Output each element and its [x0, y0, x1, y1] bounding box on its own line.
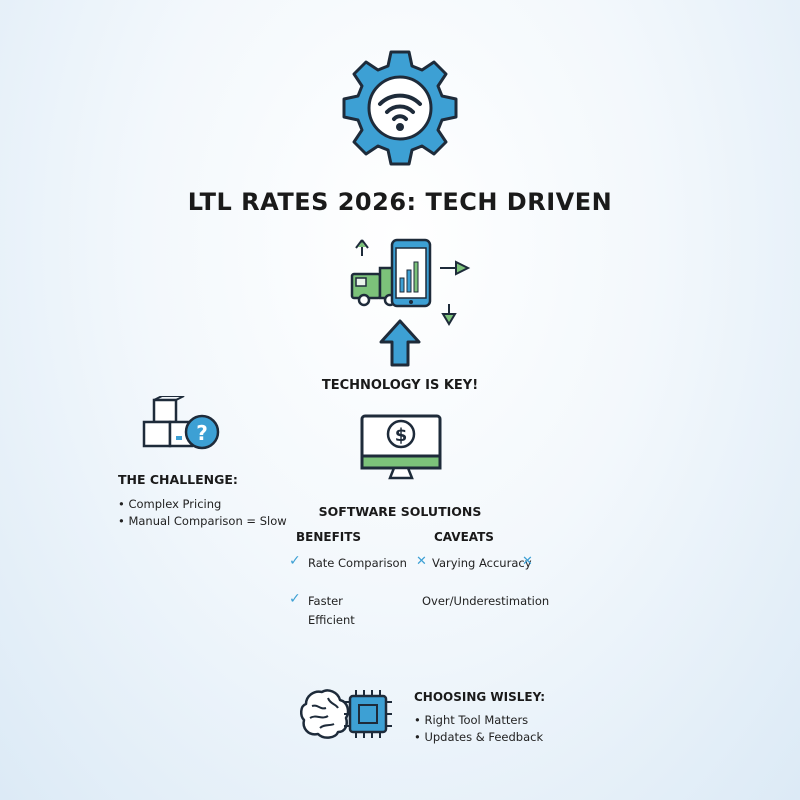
check-icon: ✓ [289, 591, 301, 607]
benefits-heading: BENEFITS [296, 530, 362, 544]
benefit-item: Rate Comparison [308, 556, 407, 570]
benefit-item: Efficient [308, 613, 355, 627]
challenge-list: Complex Pricing Manual Comparison = Slow [118, 496, 287, 530]
software-heading: SOFTWARE SOLUTIONS [318, 504, 482, 519]
choosing-item: Right Tool Matters [414, 712, 543, 729]
choosing-list: Right Tool Matters Updates & Feedback [414, 712, 543, 746]
choosing-heading: CHOOSING WISLEY: [414, 690, 546, 704]
boxes-question-icon: ? [142, 396, 220, 450]
caveat-item: Over/Underestimation [422, 594, 550, 608]
svg-text:$: $ [395, 425, 408, 446]
challenge-heading: THE CHALLENGE: [118, 472, 238, 487]
caveat-item: Varying Accuracy [432, 556, 532, 570]
brain-chip-icon [300, 689, 392, 739]
up-arrow-icon [379, 319, 421, 367]
challenge-item: Complex Pricing [118, 496, 287, 513]
benefit-item: Faster [308, 594, 343, 608]
cross-icon: ✕ [416, 554, 427, 569]
choosing-item: Updates & Feedback [414, 729, 543, 746]
svg-text:?: ? [196, 421, 208, 445]
truck-phone-icon [350, 238, 471, 326]
check-icon: ✓ [289, 553, 301, 569]
page-title: LTL RATES 2026: TECH DRIVEN [187, 188, 613, 216]
caveats-heading: CAVEATS [434, 530, 494, 544]
technology-key-label: TECHNOLOGY IS KEY! [321, 378, 479, 393]
cross-icon: ✕ [522, 554, 533, 569]
challenge-item: Manual Comparison = Slow [118, 513, 286, 530]
monitor-dollar-icon: $ [360, 414, 442, 480]
gear-wifi-icon [342, 50, 458, 166]
